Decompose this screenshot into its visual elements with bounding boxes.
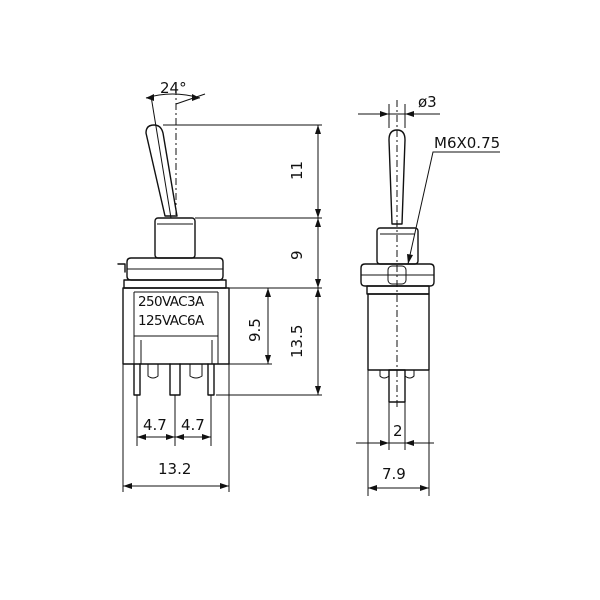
angle-label: 24° <box>160 79 187 97</box>
pin-width-label: 2 <box>393 422 403 440</box>
side-lever <box>388 129 406 225</box>
bushing-height-label: 9 <box>288 250 306 260</box>
rating-line-1: 250VAC3A <box>138 294 205 310</box>
side-pin <box>388 369 406 403</box>
side-nut <box>360 263 435 287</box>
front-body <box>122 287 230 365</box>
body-depth-label: 7.9 <box>382 465 406 483</box>
front-washer <box>123 279 227 289</box>
lever-axis-line <box>150 95 172 219</box>
terminal-middle <box>169 363 181 396</box>
rating-line-2: 125VAC6A <box>138 313 205 329</box>
thread-label: M6X0.75 <box>434 134 500 152</box>
rating-area-height-label: 9.5 <box>246 318 264 342</box>
front-lever <box>145 124 178 217</box>
side-body <box>367 293 430 371</box>
terminal-left <box>133 363 141 396</box>
lever-length-label: 11 <box>288 161 306 180</box>
side-view: ø3 M6X0.75 2 7.9 <box>356 93 500 496</box>
pin-pitch-right-label: 4.7 <box>181 416 205 434</box>
front-view: 250VAC3A 125VAC6A 24° 11 9 <box>117 79 322 492</box>
body-width-label: 13.2 <box>158 460 191 478</box>
body-height-label: 13.5 <box>288 325 306 358</box>
terminal-right <box>207 363 215 396</box>
thread-callout: M6X0.75 <box>407 134 500 265</box>
pin-pitch-left-label: 4.7 <box>143 416 167 434</box>
lever-diameter-dimension: ø3 <box>358 93 440 128</box>
angle-dimension: 24° <box>145 79 206 105</box>
lever-diameter-label: ø3 <box>418 93 437 111</box>
side-washer <box>366 285 430 295</box>
